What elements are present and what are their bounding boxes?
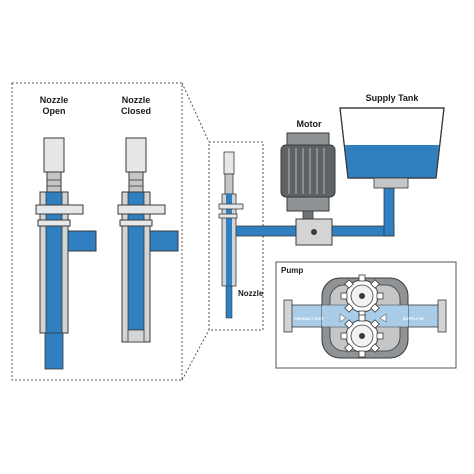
nozzle-detail-panel (11, 82, 210, 381)
label-supply-tank: Supply Tank (366, 93, 420, 103)
label-pump: Pump (281, 266, 303, 275)
nozzle-open-illustration (35, 137, 97, 370)
pump-housing-small (295, 218, 333, 246)
supply-tank (339, 107, 445, 189)
label-nozzle-closed-1: Nozzle (122, 95, 151, 105)
small-nozzle (218, 151, 244, 319)
motor (280, 132, 336, 220)
label-nozzle: Nozzle (238, 289, 264, 298)
label-nozzle-open-1: Nozzle (40, 95, 69, 105)
gear-icon (340, 314, 384, 358)
gear-icon (340, 274, 384, 318)
nozzle-closed-illustration (117, 137, 179, 343)
flow-arrows (339, 313, 387, 323)
label-product-exit: PRODUCT EXIT (294, 316, 324, 321)
label-motor: Motor (297, 119, 322, 129)
label-nozzle-open-2: Open (42, 106, 65, 116)
label-nozzle-closed-2: Closed (121, 106, 151, 116)
pump-detail-panel (275, 261, 457, 369)
label-supply-in: SUPPLY IN (403, 316, 424, 321)
